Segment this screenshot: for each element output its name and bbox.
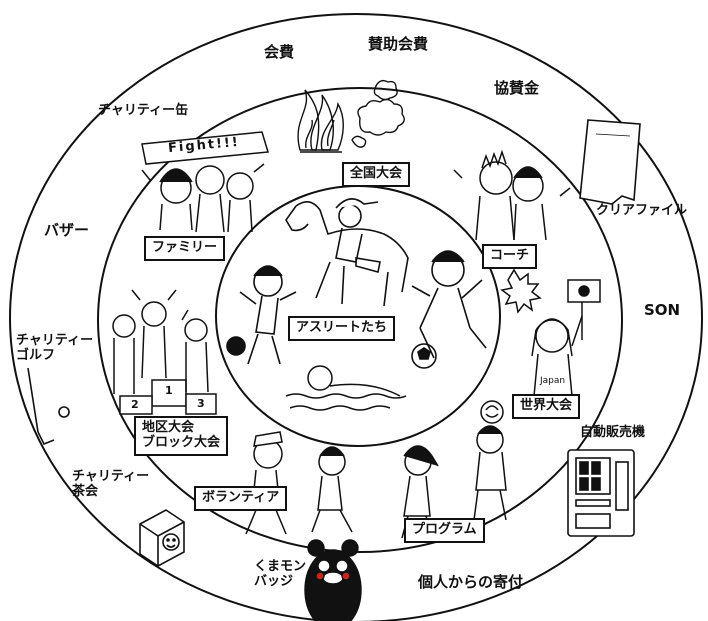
box-athletes: アスリートたち (288, 316, 396, 341)
label-vending-machine: 自動販売機 (580, 425, 646, 440)
label-membership-fee: 会費 (264, 43, 295, 61)
swimmer-drawing (285, 365, 407, 411)
box-regional-block: 地区大会 ブロック大会 (134, 416, 229, 456)
middle-ring (97, 87, 623, 553)
coach-group-drawing (453, 149, 571, 241)
label-clear-file: クリアファイル (596, 203, 688, 218)
label-charity-can: チャリティー缶 (98, 103, 189, 118)
outer-ring (9, 13, 703, 621)
podium-number-1: 1 (165, 384, 173, 397)
program-group-drawing (401, 400, 507, 539)
clear-file-icon (579, 119, 641, 205)
box-world-games: 世界大会 (512, 394, 581, 419)
vending-machine-icon (567, 449, 635, 537)
japan-shirt-text: Japan (540, 376, 566, 386)
box-family: ファミリー (144, 236, 226, 261)
podium-number-2: 2 (131, 398, 139, 411)
label-charity-tea: チャリティー 茶会 (72, 469, 150, 499)
soccer-player-drawing (411, 250, 487, 369)
box-volunteer: ボランティア (194, 486, 288, 511)
horse-rider-drawing (285, 198, 409, 307)
box-program: プログラム (404, 518, 485, 543)
box-national-games: 全国大会 (342, 162, 411, 187)
flame-icon (297, 89, 344, 153)
label-charity-golf: チャリティー ゴルフ (16, 333, 94, 363)
family-group-drawing (141, 131, 269, 233)
label-son: SON (644, 301, 681, 319)
golf-club-icon (27, 367, 70, 446)
box-coach: コーチ (482, 244, 538, 269)
volunteer-group-drawing (245, 431, 353, 535)
runner-girl-drawing (226, 265, 297, 365)
kumamon-icon (304, 539, 362, 621)
charity-box-icon (139, 509, 185, 567)
cloud-icon (351, 79, 405, 148)
label-kumamon-badge: くまモン バッジ (254, 559, 307, 589)
label-individual-donation: 個人からの寄付 (418, 573, 524, 591)
label-support-fee: 賛助会費 (368, 35, 429, 53)
podium-drawing (112, 289, 217, 415)
label-sponsorship: 協賛金 (494, 79, 540, 97)
podium-number-3: 3 (197, 397, 205, 410)
label-bazaar: バザー (44, 221, 90, 239)
